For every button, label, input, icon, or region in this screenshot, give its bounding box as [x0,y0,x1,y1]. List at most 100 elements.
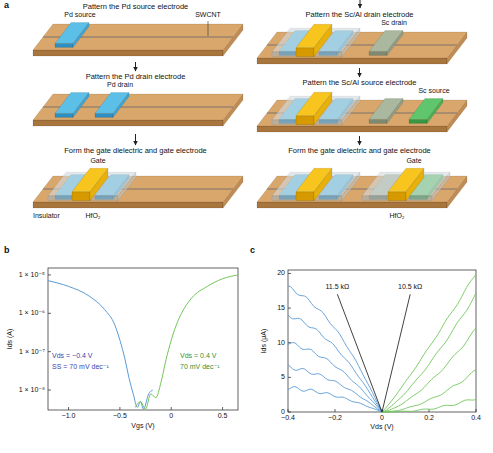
gate-electrode [296,116,314,125]
p-type-curve [48,281,153,410]
tick-label: 0.2 [424,414,434,422]
process-step: Form the gate dielectric and gate electr… [252,146,467,240]
n-type-curve [135,275,238,409]
process-step: Pattern the Pd drain electrode [28,72,243,134]
tick-label: 20 [277,270,285,278]
sc-electrode [369,99,403,120]
pd-electrode [55,113,73,117]
gate-electrode [72,168,108,191]
step-illustration [257,92,467,132]
panel-letter: b [4,246,10,256]
tick-label: 1 × 10⁻⁵ [19,271,45,279]
sc-electrode [369,31,403,52]
insulator-substrate [33,202,223,208]
transfer-chart [48,268,238,410]
process-step: Pattern the Sc/Al source electrode [252,78,467,136]
curve-annotation: 70 mV dec⁻¹ [180,363,220,371]
flow-arrow [359,136,360,145]
resistance-label: 11.5 kΩ [325,284,349,292]
process-illustrations [33,21,467,208]
tick-label: 0.5 [218,412,228,420]
panel-letter: a [4,1,9,11]
pd-electrode [55,93,89,114]
tick-label: 1 × 10⁻⁷ [19,348,45,356]
axis-title: Vds (V) [370,423,393,431]
sc-electrode [369,119,387,123]
tick-mark [288,409,289,412]
tick-mark [48,313,51,314]
step-illustration [33,168,243,208]
axis-title: Ids (A) [6,329,14,350]
step-heading: Pattern the Pd source electrode [28,2,243,11]
sc-electrode [409,119,427,123]
part-label: Sc source [418,87,449,95]
process-step: Pattern the Sc/Al drain electrode [252,10,467,68]
tick-label: −0.4 [281,414,295,422]
pd-electrode [55,43,73,47]
n-type-output-curve [382,370,476,412]
resistance-fit-line [382,294,410,412]
part-label: Pd drain [107,81,133,89]
curve-annotation: Vds = −0.4 V [52,352,92,360]
tick-label: 10 [277,339,285,347]
part-label: Sc drain [381,19,407,27]
tick-mark [119,407,120,410]
insulator-substrate [257,58,447,64]
step-illustration [33,93,243,126]
tick-mark [68,407,69,410]
n-type-output-curve [382,275,476,412]
tick-mark [288,377,291,378]
tick-mark [335,409,336,412]
flow-arrow [135,134,136,145]
output-chart [288,270,476,412]
step-illustration [33,23,243,56]
plot-frame [288,270,476,412]
n-type-output-curve [382,400,476,412]
sc-electrode [409,99,443,120]
part-label: Pd source [64,11,96,19]
gate-electrode [296,48,314,57]
gate-electrode [72,192,90,201]
step-heading: Pattern the Sc/Al source electrode [252,78,467,87]
step-heading: Pattern the Sc/Al drain electrode [252,10,467,19]
tick-label: −1.0 [62,412,76,420]
step-illustration [257,24,467,64]
pd-electrode [95,113,113,117]
tick-mark [288,273,291,274]
insulator-substrate [257,126,447,132]
gate-electrode [296,168,332,191]
flow-arrow [135,62,136,71]
continuation-arrow [360,0,361,8]
tick-mark [48,390,51,391]
p-type-output-curve [288,387,382,412]
plot-frame [48,268,238,410]
tick-label: 0.4 [471,414,481,422]
step-heading: Pattern the Pd drain electrode [28,72,243,81]
p-type-output-curve [288,286,382,412]
tick-mark [288,412,291,413]
part-label: Gate [90,157,105,165]
resistance-label: 10.5 kΩ [398,284,422,292]
tick-label: −0.2 [328,414,342,422]
tick-label: 1 × 10⁻⁶ [19,309,45,317]
process-step: Form the gate dielectric and gate electr… [28,146,243,240]
tick-mark [476,409,477,412]
n-type-output-curve [382,328,476,412]
tick-label: 0 [169,412,173,420]
step-heading: Form the gate dielectric and gate electr… [28,146,243,155]
curve-annotation: SS = 70 mV dec⁻¹ [52,363,109,371]
tick-label: 0 [380,414,384,422]
sc-electrode [369,51,387,55]
n-type-output-curve [382,293,476,412]
p-type-output-curve [288,315,382,412]
pd-electrode [95,93,129,114]
insulator-substrate [33,120,223,126]
resistance-fit-line [337,294,382,412]
gate-electrode [388,168,424,191]
part-label: SWCNT [195,11,221,19]
tick-mark [48,274,51,275]
